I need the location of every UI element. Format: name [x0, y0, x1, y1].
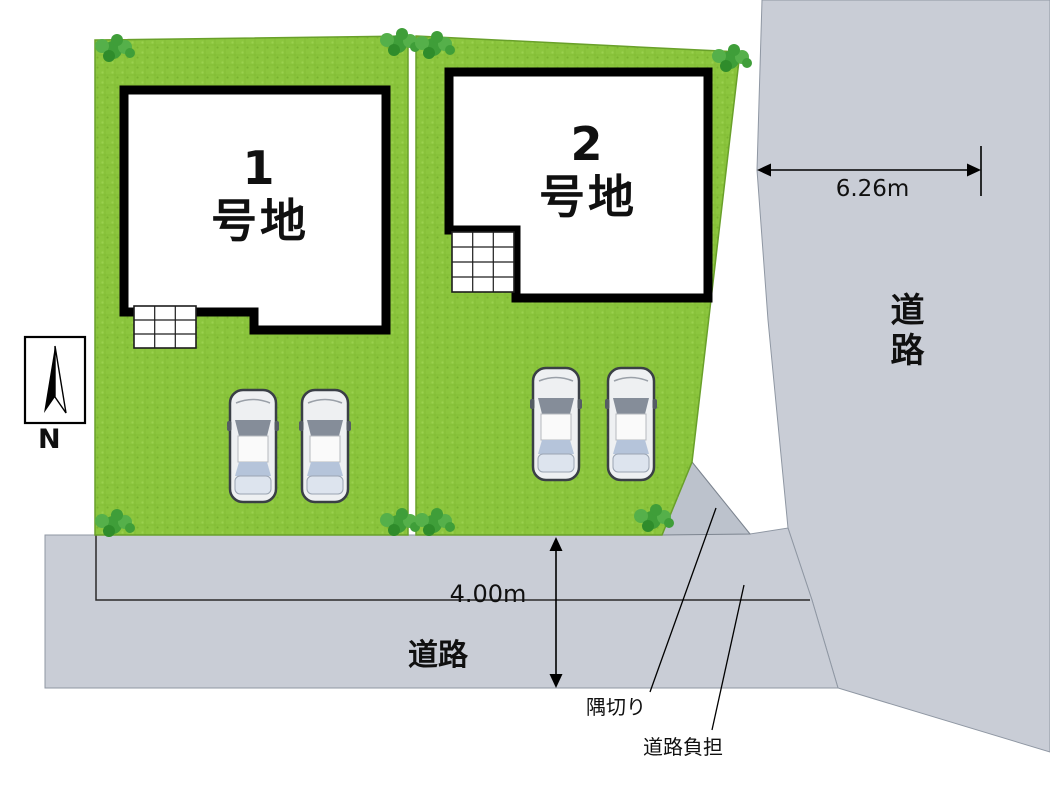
arrowhead — [549, 674, 563, 688]
car-top-view-icon — [225, 388, 281, 504]
arrowhead — [967, 163, 981, 177]
north-label: N — [38, 424, 61, 455]
arrowhead — [757, 163, 771, 177]
lot-2-number: 2 — [570, 117, 606, 171]
north-indicator — [23, 335, 87, 425]
road-bottom-label: 道路 — [408, 638, 468, 673]
compass-needle-icon — [54, 345, 67, 414]
road-right-label: 道路 — [884, 292, 924, 372]
dimension-arrow-right-road — [761, 146, 982, 196]
dimension-value-bottom-road: 4.00m — [449, 580, 527, 608]
lot-1-label: 1 号地 — [150, 141, 370, 249]
leader-line-corner-cut — [649, 507, 717, 693]
road-burden-boundary-line — [95, 535, 810, 601]
compass-needle-icon — [44, 346, 55, 413]
dimension-value-right-road: 6.26m — [835, 176, 910, 202]
lot-1-number: 1 — [242, 141, 278, 195]
corner-cut-label: 隅切り — [586, 695, 646, 719]
leader-line-road-burden — [711, 584, 745, 731]
lot-2-suffix: 号地 — [539, 170, 637, 225]
road-burden-label: 道路負担 — [643, 735, 723, 759]
porch-grid-1 — [133, 305, 197, 349]
car-top-view-icon — [297, 388, 353, 504]
house-2-outline — [444, 67, 713, 303]
arrowhead — [549, 537, 563, 551]
house-1-outline — [119, 85, 391, 335]
car-top-view-icon — [603, 366, 659, 482]
lot-1-suffix: 号地 — [211, 194, 309, 249]
porch-grid-2 — [451, 231, 515, 293]
car-top-view-icon — [528, 366, 584, 482]
lot-2-label: 2 号地 — [478, 117, 698, 225]
